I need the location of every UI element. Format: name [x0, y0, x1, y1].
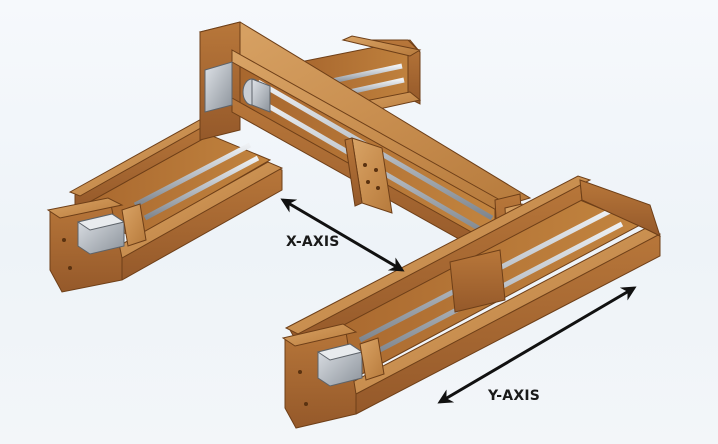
x-axis-arrow	[280, 198, 405, 272]
left-y-rail	[46, 116, 284, 293]
stepper-motor-icon	[316, 343, 364, 387]
x-gantry-beam	[198, 21, 532, 291]
y-axis-label: Y-AXIS	[488, 388, 541, 404]
stepper-motor-icon	[204, 61, 233, 113]
y-axis-arrow	[437, 286, 637, 404]
x-axis-label: X-AXIS	[286, 234, 340, 250]
stepper-motor-icon	[76, 213, 126, 255]
coupler-icon	[242, 78, 271, 113]
carriage-plate-icon	[344, 137, 393, 214]
